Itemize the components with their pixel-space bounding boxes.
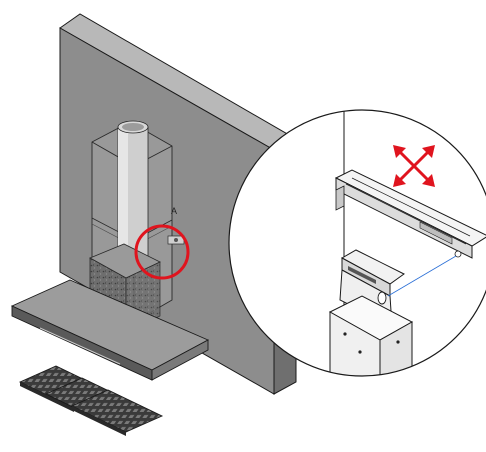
- callout-circle: [134, 224, 190, 280]
- detail-upper-rail: [334, 169, 486, 259]
- callout-label: A: [171, 206, 177, 216]
- detail-alignment-line: [387, 255, 457, 297]
- move-arrows-icon: [393, 145, 435, 187]
- detail-view: [228, 109, 486, 377]
- exhaust-duct: [117, 120, 149, 263]
- detail-circle-outline: [228, 109, 486, 377]
- grease-filters: [18, 365, 164, 436]
- hood-canopy: [10, 279, 210, 381]
- detail-housing: [328, 295, 414, 376]
